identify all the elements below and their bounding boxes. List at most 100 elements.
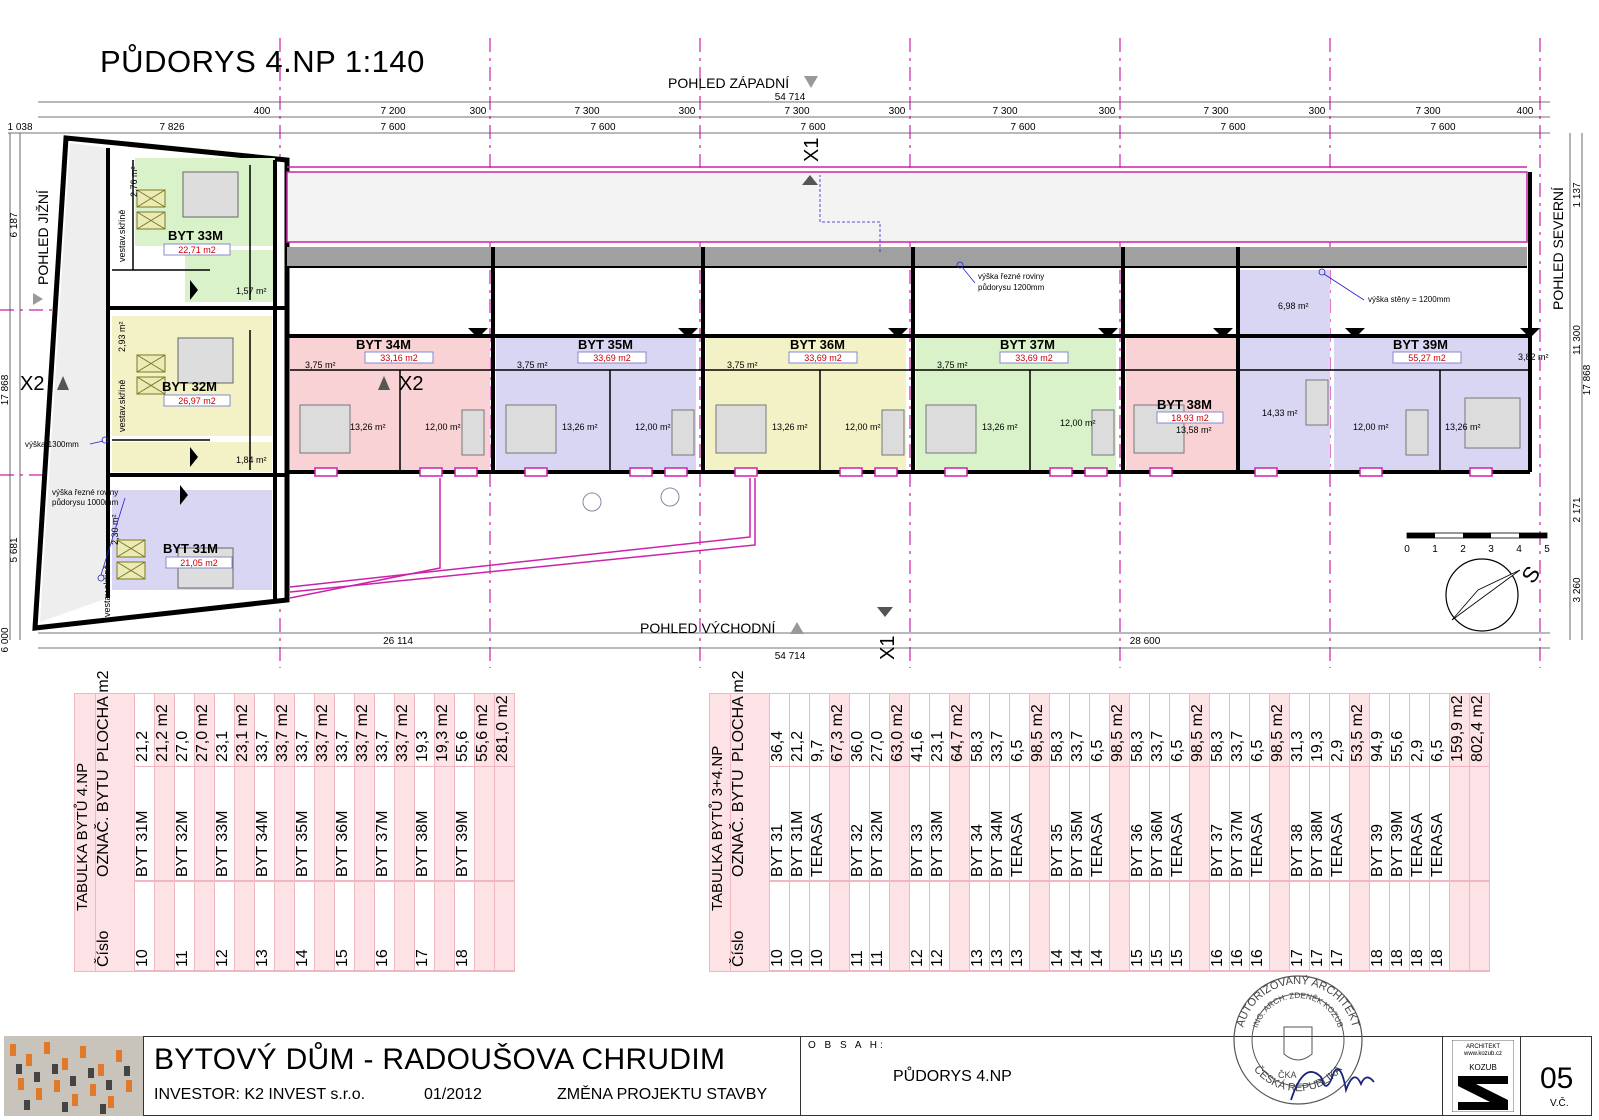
table-cell-number: 13 bbox=[969, 949, 986, 967]
dim-left: 6 000 bbox=[0, 627, 11, 652]
table-cell-number: 16 bbox=[1209, 949, 1226, 967]
svg-text:vestav.skříně: vestav.skříně bbox=[102, 565, 112, 617]
svg-text:13,26 m²: 13,26 m² bbox=[1445, 422, 1481, 432]
dim-top-row1: 7 300 bbox=[1415, 106, 1440, 117]
svg-text:půdorysu 1200mm: půdorysu 1200mm bbox=[978, 283, 1045, 292]
dim-top-row1: 7 300 bbox=[784, 106, 809, 117]
table-cell-area: 2,9 bbox=[1329, 739, 1346, 762]
wardrobe-icons bbox=[116, 189, 166, 580]
table-cell-area: 23,1 m2 bbox=[234, 704, 251, 762]
table-cell-apartment: BYT 39M bbox=[1389, 810, 1406, 877]
table-cell-area: 98,5 m2 bbox=[1029, 704, 1046, 762]
table-cell-number: 15 bbox=[1169, 949, 1186, 967]
svg-text:33,69 m2: 33,69 m2 bbox=[1015, 353, 1053, 363]
dim-top-row2: 1 038 bbox=[7, 122, 32, 133]
table-title: TABULKA BYTŮ 4.NP bbox=[74, 762, 91, 911]
svg-text:13,26 m²: 13,26 m² bbox=[562, 422, 598, 432]
table-cell-apartment: BYT 35M bbox=[294, 810, 311, 877]
table-cell-area: 98,5 m2 bbox=[1269, 704, 1286, 762]
dim-bottom-left: 26 114 bbox=[383, 636, 413, 647]
table-cell-area: 27,0 m2 bbox=[194, 704, 211, 762]
svg-text:26,97 m2: 26,97 m2 bbox=[178, 396, 216, 406]
table-cell-apartment: BYT 39 bbox=[1369, 823, 1386, 877]
table-row: 23,1 m2 bbox=[234, 694, 255, 972]
building-photo bbox=[4, 1036, 143, 1116]
table-cell-number: 13 bbox=[989, 949, 1006, 967]
apt-37m: BYT 37M 33,69 m2 bbox=[999, 337, 1069, 364]
svg-text:BYT 33M: BYT 33M bbox=[168, 228, 223, 243]
table-row: 67,3 m2 bbox=[829, 694, 850, 972]
notes: výška řezné roviny půdorysu 1200mm výška… bbox=[25, 272, 1450, 507]
table-row: 33,7 m2 bbox=[314, 694, 335, 972]
furniture bbox=[299, 379, 1521, 456]
dim-top-row1: 7 300 bbox=[1203, 106, 1228, 117]
table-header-cell: Číslo bbox=[730, 930, 747, 967]
table-cell-number: 10 bbox=[769, 949, 786, 967]
svg-text:6,98 m²: 6,98 m² bbox=[1278, 301, 1309, 311]
apt-38m: BYT 38M 18,93 m2 bbox=[1156, 397, 1224, 424]
table-cell-apartment: TERASA bbox=[1009, 812, 1026, 877]
left-wing bbox=[32, 135, 290, 631]
table-cell-number: 11 bbox=[849, 950, 866, 967]
table-cell-number: 14 bbox=[1089, 949, 1106, 967]
svg-text:18,93 m2: 18,93 m2 bbox=[1171, 413, 1209, 423]
table-row: 159,9 m2 bbox=[1449, 694, 1470, 972]
table-row: 33,7 m2 bbox=[274, 694, 295, 972]
table-cell-area: 33,7 bbox=[374, 730, 391, 762]
table-cell-area: 31,3 bbox=[1289, 730, 1306, 762]
kozub-logo: ARCHITEKT www.kozub.cz KOZUB bbox=[1452, 1040, 1514, 1112]
svg-text:www.kozub.cz: www.kozub.cz bbox=[1463, 1051, 1502, 1057]
svg-text:vestav.skříně: vestav.skříně bbox=[117, 210, 127, 262]
table-cell-area: 98,5 m2 bbox=[1189, 704, 1206, 762]
table-cell-apartment: BYT 34 bbox=[969, 823, 986, 877]
table-cell-area: 55,6 bbox=[454, 730, 471, 762]
table-cell-area: 6,5 bbox=[1009, 739, 1026, 762]
svg-text:13,58 m²: 13,58 m² bbox=[1176, 425, 1212, 435]
apt-36m: BYT 36M 33,69 m2 bbox=[788, 337, 858, 364]
table-cell-area: 58,3 bbox=[1049, 730, 1066, 762]
table-cell-apartment: BYT 37 bbox=[1209, 823, 1226, 877]
dim-right: 11 300 bbox=[1572, 325, 1583, 355]
dim-top-row2: 7 600 bbox=[590, 122, 615, 133]
project-change: ZMĚNA PROJEKTU STAVBY bbox=[557, 1086, 768, 1103]
table-cell-number: 11 bbox=[174, 950, 191, 967]
table-cell-apartment: BYT 38M bbox=[1309, 810, 1326, 877]
table-cell-number: 10 bbox=[134, 949, 151, 967]
table-cell-number: 12 bbox=[929, 949, 946, 967]
svg-text:2,76 m²: 2,76 m² bbox=[129, 166, 139, 197]
svg-text:55,27 m2: 55,27 m2 bbox=[1408, 353, 1446, 363]
corridor bbox=[286, 166, 1528, 268]
svg-text:půdorysu 1000mm: půdorysu 1000mm bbox=[52, 498, 119, 507]
table-cell-area: 33,7 bbox=[254, 730, 271, 762]
svg-text:33,69 m2: 33,69 m2 bbox=[593, 353, 631, 363]
table-cell-number: 17 bbox=[1289, 949, 1306, 967]
table-cell-number: 18 bbox=[454, 949, 471, 967]
table-cell-apartment: BYT 37M bbox=[1229, 810, 1246, 877]
table-cell-area: 67,3 m2 bbox=[829, 704, 846, 762]
table-cell-apartment: BYT 37M bbox=[374, 810, 391, 877]
table-row: 55,6 m2 bbox=[474, 694, 495, 972]
table-cell-area: 802,4 m2 bbox=[1469, 695, 1486, 762]
svg-text:ARCHITEKT: ARCHITEKT bbox=[1466, 1044, 1500, 1050]
table-cell-apartment: BYT 33M bbox=[929, 810, 946, 877]
svg-text:S: S bbox=[1516, 561, 1545, 587]
dim-top-row2: 7 600 bbox=[380, 122, 405, 133]
table-row: 98,5 m2 bbox=[1189, 694, 1210, 972]
table-cell-area: 64,7 m2 bbox=[949, 704, 966, 762]
svg-text:13,26 m²: 13,26 m² bbox=[772, 422, 808, 432]
table-cell-apartment: BYT 36 bbox=[1129, 823, 1146, 877]
table-cell-number: 13 bbox=[1009, 949, 1026, 967]
table-cell-area: 33,7 m2 bbox=[354, 704, 371, 762]
svg-text:výška 1300mm: výška 1300mm bbox=[25, 440, 79, 449]
table-cell-apartment: BYT 31M bbox=[789, 810, 806, 877]
